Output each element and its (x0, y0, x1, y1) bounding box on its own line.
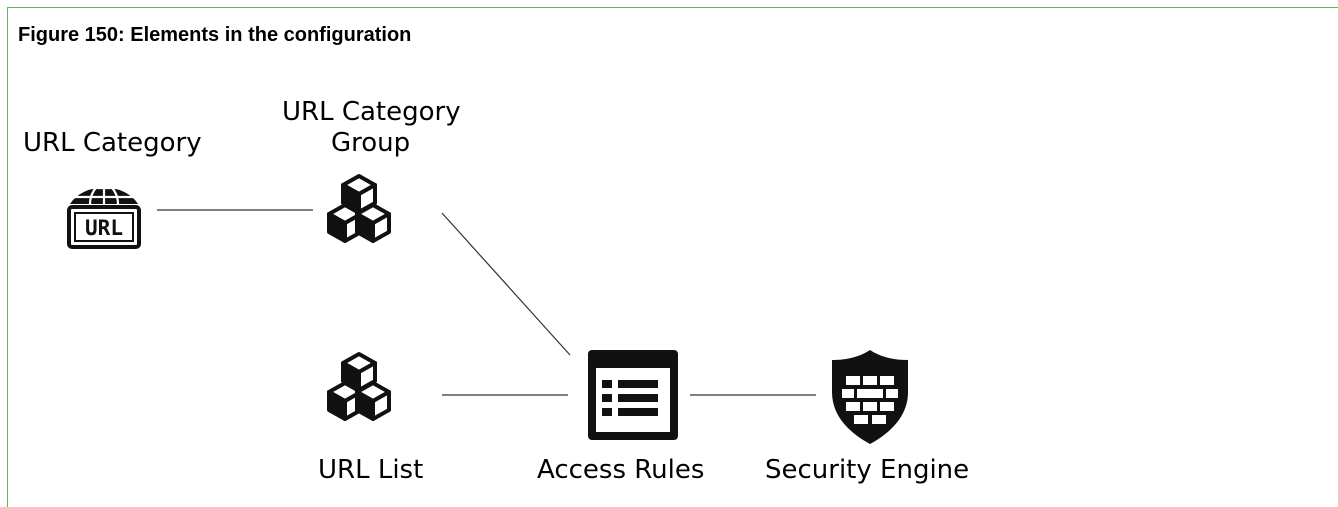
access-rules-label: Access Rules (537, 455, 705, 485)
list-window-icon (588, 350, 678, 440)
firewall-shield-icon (832, 350, 908, 444)
svg-text:URL: URL (85, 216, 123, 240)
url-list-label: URL List (318, 455, 424, 485)
cubes-icon (327, 174, 391, 243)
figure-frame (7, 7, 1338, 507)
security-engine-label: Security Engine (765, 455, 970, 485)
cubes-icon (327, 352, 391, 421)
figure-title: Figure 150: Elements in the configuratio… (18, 24, 412, 46)
url-category-group-label-line1: URL Category (282, 97, 461, 127)
url-category-label: URL Category (23, 128, 202, 158)
url-category-group-label-line2: Group (331, 128, 411, 158)
connector-group-to-access-rules (441, 212, 571, 356)
diagram-canvas: URL (67, 174, 908, 444)
url-category-icon: URL (67, 180, 141, 249)
